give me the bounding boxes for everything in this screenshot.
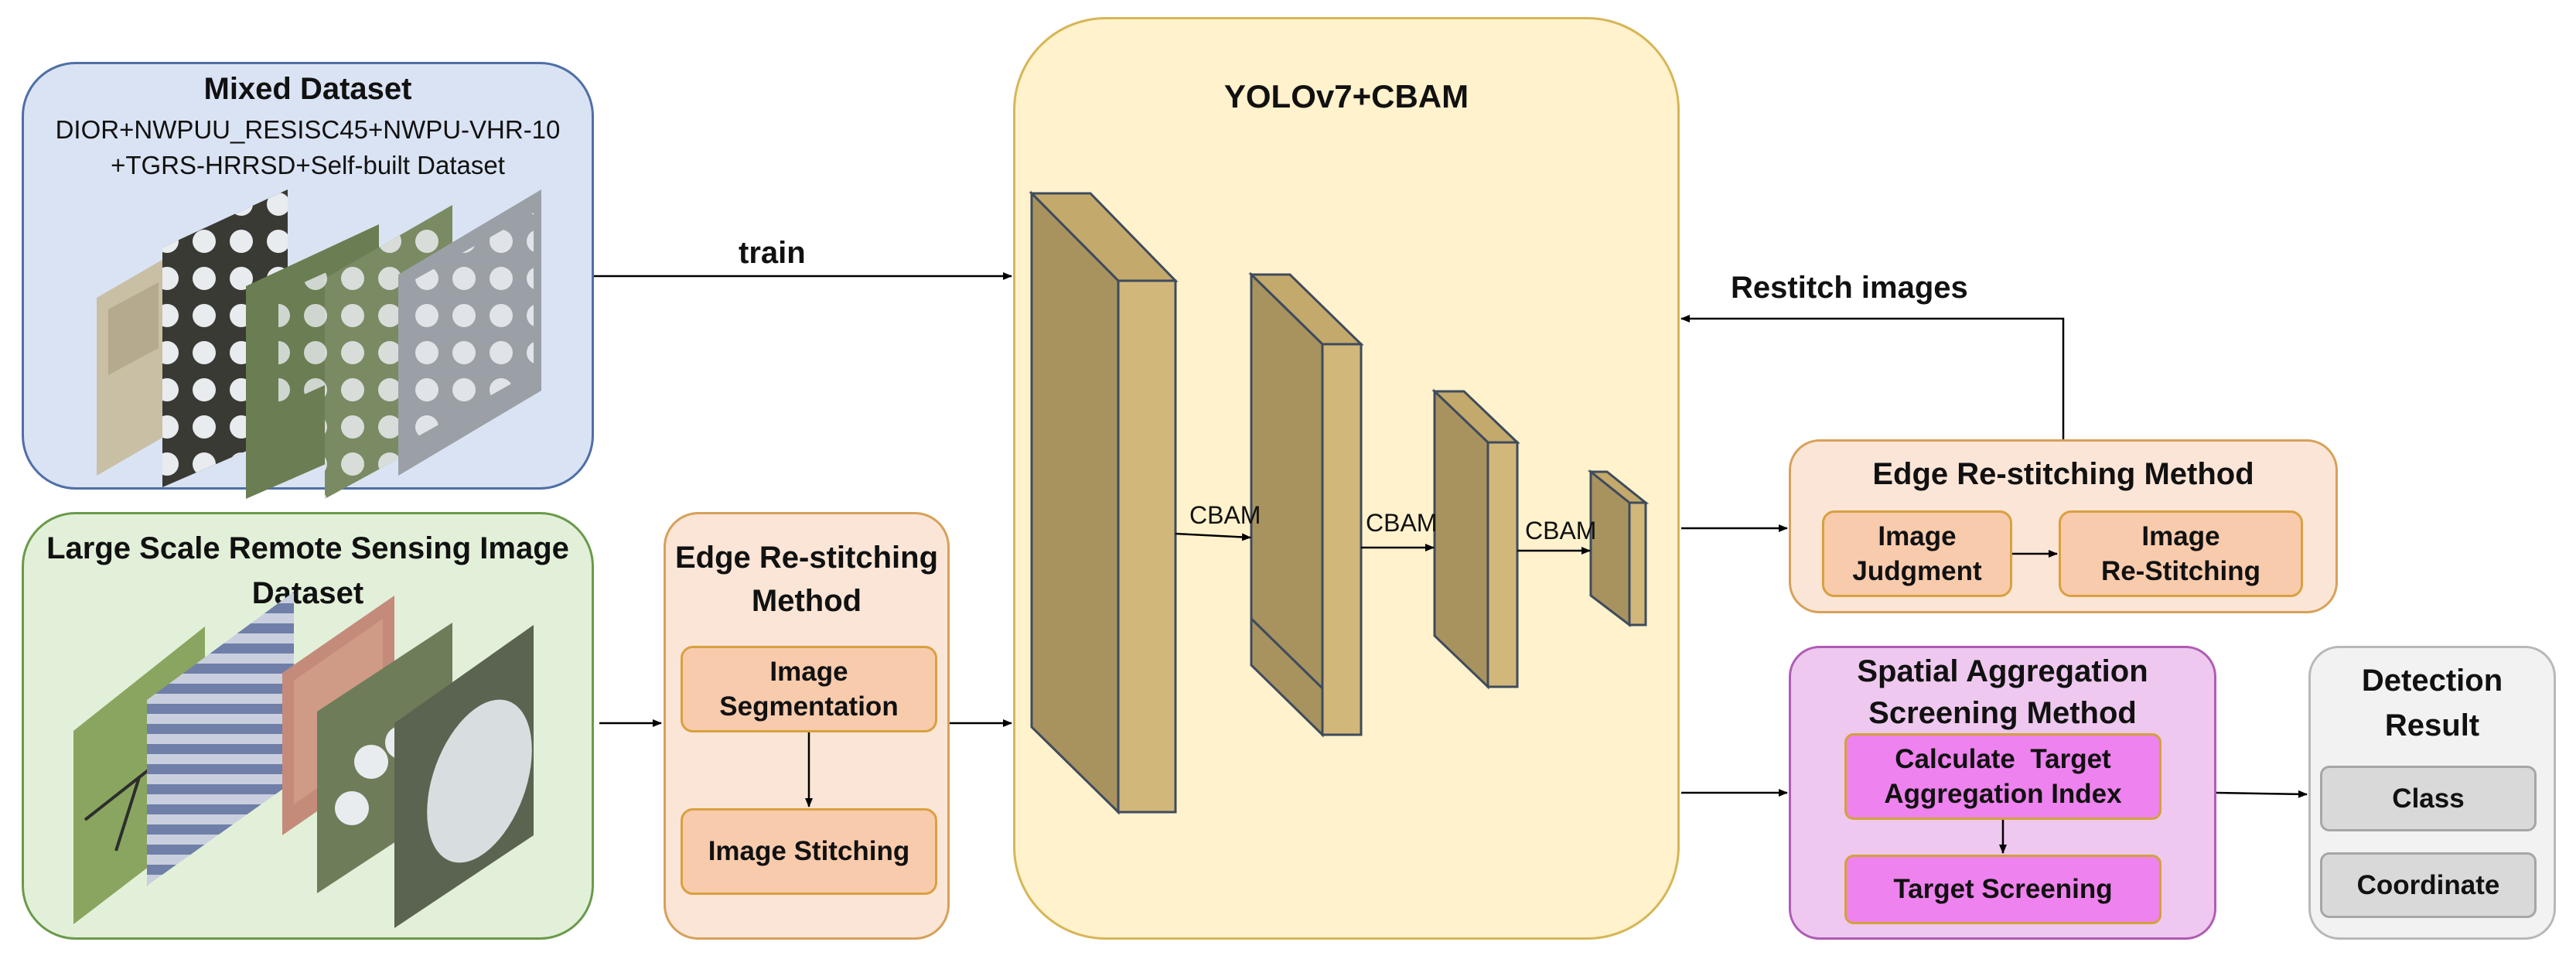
- image-judgment-line1: Image: [1878, 521, 1957, 551]
- network-block-4: [1587, 469, 1650, 628]
- class-box: Class: [2320, 766, 2537, 831]
- coordinate-label: Coordinate: [2356, 869, 2500, 900]
- image-segmentation-line2: Segmentation: [719, 691, 899, 722]
- image-restitching-line2: Re-Stitching: [2100, 556, 2261, 586]
- yolo-cbam-title: YOLOv7+CBAM: [1223, 78, 1469, 114]
- image-judgment-box: Image Judgment: [1822, 510, 2012, 597]
- mixed-tile-1: [97, 255, 170, 476]
- image-stitching-box: Image Stitching: [681, 808, 937, 895]
- mixed-dataset-title: Mixed Dataset: [203, 72, 412, 106]
- image-stitching-label: Image Stitching: [708, 836, 910, 867]
- mixed-dataset-sources-line1: DIOR+NWPUU_RESISC45+NWPU-VHR-10: [55, 115, 561, 144]
- edge-left-title-line1: Edge Re-stitching: [674, 541, 939, 575]
- restitch-arrow-label: Restitch images: [1731, 271, 1968, 305]
- image-judgment-line2: Judgment: [1852, 556, 1982, 586]
- image-restitching-box: Image Re-Stitching: [2059, 510, 2303, 597]
- spatial-title-line2: Screening Method: [1868, 696, 2137, 730]
- detection-title-line1: Detection: [2361, 664, 2503, 698]
- coordinate-box: Coordinate: [2320, 852, 2537, 918]
- cbam-label-1: CBAM: [1189, 501, 1261, 529]
- edge-left-title-line2: Method: [751, 584, 862, 618]
- large-dataset-title-line2: Dataset: [251, 576, 364, 610]
- image-segmentation-line1: Image: [769, 656, 848, 687]
- large-dataset-title-line1: Large Scale Remote Sensing Image: [46, 531, 569, 565]
- mixed-tile-5: [398, 189, 541, 476]
- network-block-1: [1029, 190, 1179, 815]
- large-tile-2: [147, 592, 294, 886]
- detection-title-line2: Result: [2384, 708, 2480, 742]
- target-screening-label: Target Screening: [1893, 874, 2113, 905]
- arrow-restitch-feedback: [1680, 315, 2065, 439]
- cbam-label-2: CBAM: [1366, 509, 1438, 537]
- large-tile-5: [394, 625, 534, 928]
- target-screening-box: Target Screening: [1844, 855, 2161, 924]
- class-label: Class: [2392, 783, 2465, 814]
- network-block-3: [1431, 388, 1520, 690]
- train-arrow-label: train: [739, 236, 806, 270]
- network-block-2: [1248, 271, 1364, 738]
- mixed-dataset-sources-line2: +TGRS-HRRSD+Self-built Dataset: [111, 151, 505, 179]
- cbam-label-3: CBAM: [1525, 517, 1597, 544]
- calculate-aggregation-line1: Calculate Target: [1895, 743, 2111, 774]
- spatial-title-line1: Spatial Aggregation: [1857, 654, 2148, 688]
- image-restitching-line1: Image: [2141, 521, 2220, 551]
- image-segmentation-box: Image Segmentation: [681, 646, 937, 732]
- calculate-aggregation-line2: Aggregation Index: [1884, 779, 2122, 809]
- arrow-spatial-to-detection: [2216, 790, 2308, 798]
- calculate-aggregation-index-box: Calculate Target Aggregation Index: [1844, 733, 2161, 820]
- arrow-cbam-1: [1175, 532, 1251, 541]
- edge-right-title: Edge Re-stitching Method: [1872, 457, 2254, 491]
